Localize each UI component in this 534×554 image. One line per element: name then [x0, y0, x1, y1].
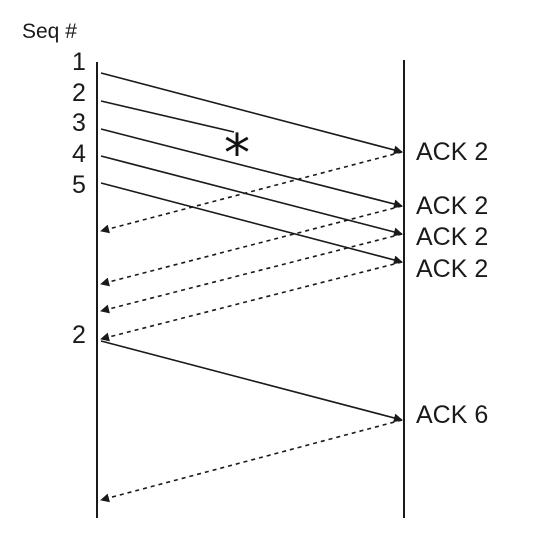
seq-label-3: 3	[72, 109, 86, 137]
segment-arrow-5	[100, 182, 403, 265]
ack-label-final: ACK 6	[416, 401, 488, 429]
seq-number-title: Seq #	[22, 20, 77, 43]
ack-label-1: ACK 2	[416, 138, 488, 166]
ack-arrow-1	[100, 151, 403, 234]
segment-arrow-2-lost	[100, 100, 235, 133]
ack-arrow-final	[100, 419, 403, 503]
ack-label-3: ACK 2	[416, 223, 488, 251]
segment-arrow-3	[100, 128, 403, 209]
seq-label-1: 1	[72, 48, 86, 76]
ack-label-4: ACK 2	[416, 255, 488, 283]
ack-arrow-4	[100, 261, 403, 342]
segment-arrow-retransmit-2	[100, 340, 403, 423]
seq-label-retransmit: 2	[72, 321, 86, 349]
loss-marker-asterisk: *	[224, 124, 250, 184]
seq-label-5: 5	[72, 171, 86, 199]
ack-label-2: ACK 2	[416, 192, 488, 220]
seq-label-2: 2	[72, 79, 86, 107]
segment-arrow-4	[100, 155, 403, 237]
seq-label-4: 4	[72, 140, 86, 168]
segment-arrow-1	[100, 72, 403, 155]
ack-arrow-3	[100, 233, 403, 314]
ack-arrow-2	[100, 205, 403, 287]
